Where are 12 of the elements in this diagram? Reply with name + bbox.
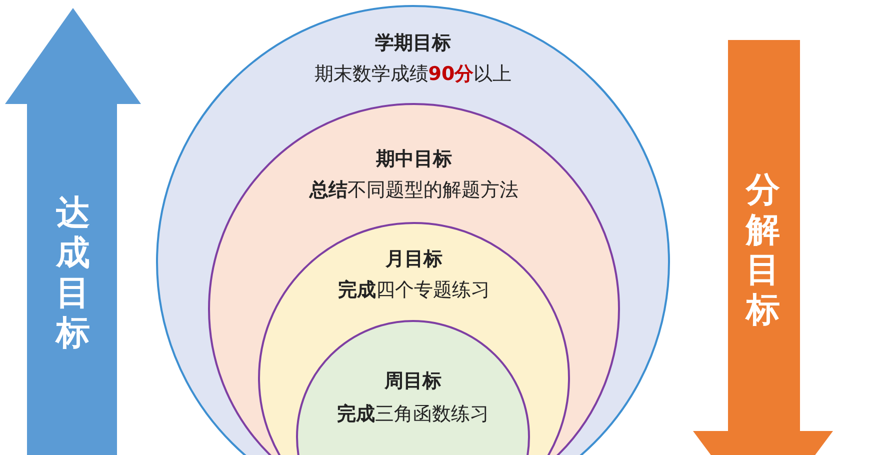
up-arrow (5, 8, 141, 455)
arrow-label: 分解目标 (744, 170, 781, 330)
goal-title: 期中目标 (376, 147, 452, 171)
down-arrow (693, 40, 833, 455)
arrow-label: 达成目标 (54, 193, 91, 353)
goal-description: 完成四个专题练习 (338, 278, 490, 302)
goal-description: 期末数学成绩90分以上 (314, 62, 512, 86)
goal-description: 总结不同题型的解题方法 (310, 178, 518, 202)
goal-title: 月目标 (386, 247, 442, 271)
goal-title: 周目标 (384, 369, 442, 393)
goal-title: 学期目标 (375, 31, 451, 55)
goal-description: 完成三角函数练习 (337, 402, 489, 426)
